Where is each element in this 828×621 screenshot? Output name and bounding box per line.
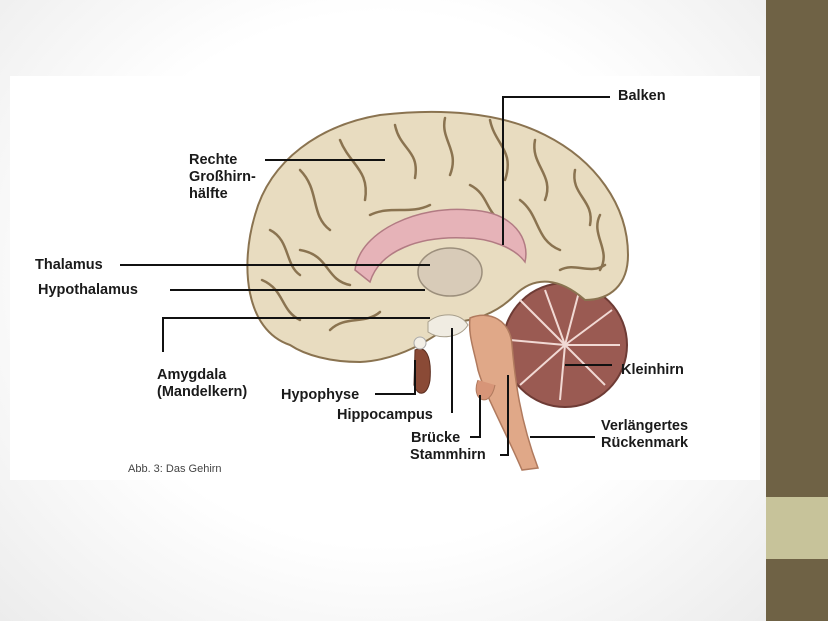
- cerebellum-shape: [502, 282, 628, 408]
- pons-shape: [475, 379, 496, 401]
- thalamus-shape: [417, 247, 483, 297]
- leader-amygdala: [162, 317, 430, 352]
- slide-side-accent: [766, 497, 828, 559]
- label-kleinhirn: Kleinhirn: [621, 362, 684, 378]
- label-hypophyse: Hypophyse: [281, 387, 360, 403]
- label-verlaengertes-rueckenmark: Verlängertes Rückenmark: [601, 418, 689, 451]
- leader-hypophyse: [375, 360, 416, 395]
- label-amygdala: Amygdala (Mandelkern): [157, 367, 248, 400]
- label-hypothalamus: Hypothalamus: [38, 282, 138, 298]
- leader-bruecke: [470, 395, 481, 438]
- hypophysis-shape: [413, 348, 431, 394]
- figure-caption: Abb. 3: Das Gehirn: [128, 463, 222, 475]
- label-thalamus: Thalamus: [35, 257, 103, 273]
- hippocampus-shape: [427, 314, 469, 338]
- leader-balken: [502, 96, 610, 245]
- brainstem-shape: [468, 314, 540, 471]
- label-balken: Balken: [618, 88, 666, 104]
- label-bruecke: Brücke: [411, 430, 461, 446]
- leader-lines: [120, 96, 612, 456]
- label-stammhirn: Stammhirn: [410, 447, 486, 463]
- leader-stammhirn: [500, 375, 509, 456]
- corpus-callosum-shape: [354, 208, 527, 284]
- label-hippocampus: Hippocampus: [337, 407, 433, 423]
- label-rechte-grosshirnhaelfte: Rechte Großhirn- hälfte: [189, 152, 256, 202]
- amygdala-shape: [413, 336, 427, 350]
